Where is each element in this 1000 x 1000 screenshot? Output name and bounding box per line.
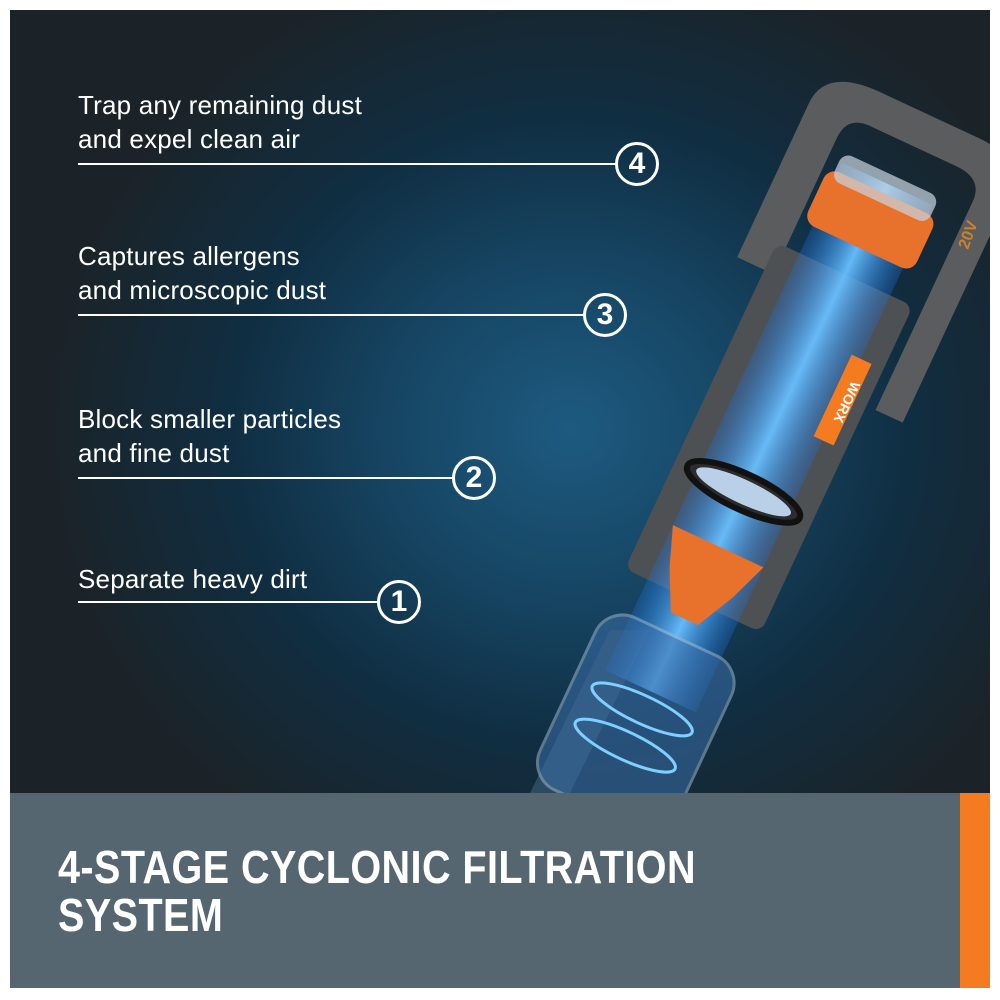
callout-2-leader-line xyxy=(78,477,452,479)
stage-4-badge: 4 xyxy=(615,142,659,186)
callout-stage-3-text: Captures allergens and microscopic dust xyxy=(78,239,326,307)
handle xyxy=(737,81,990,423)
callout-stage-2-text: Block smaller particles and fine dust xyxy=(78,402,341,470)
callout-line: Block smaller particles xyxy=(78,404,342,434)
product-hero-image: WORX 20V xyxy=(10,10,990,793)
callout-line: Trap any remaining dust xyxy=(78,90,362,120)
orange-accent-stripe xyxy=(960,793,990,988)
callout-line: and microscopic dust xyxy=(78,275,327,305)
callout-line: and fine dust xyxy=(78,438,230,468)
callout-3-leader-line xyxy=(78,314,584,316)
callout-line: and expel clean air xyxy=(78,124,301,154)
banner-title: 4-STAGE CYCLONIC FILTRATION SYSTEM xyxy=(58,843,696,939)
stage-3-badge: 3 xyxy=(583,293,627,337)
callout-1-leader-line xyxy=(78,601,378,603)
callout-stage-1-text: Separate heavy dirt xyxy=(78,562,307,596)
banner-title-line: SYSTEM xyxy=(58,889,224,941)
callout-stage-4-text: Trap any remaining dust and expel clean … xyxy=(78,88,362,156)
callout-line: Separate heavy dirt xyxy=(78,564,308,594)
stage-2-badge: 2 xyxy=(452,456,496,500)
post-motor-filter xyxy=(807,171,934,269)
banner-title-line: 4-STAGE CYCLONIC FILTRATION xyxy=(58,841,696,893)
title-banner xyxy=(10,793,960,988)
callout-4-leader-line xyxy=(78,163,618,165)
vacuum-illustration: WORX 20V xyxy=(530,81,990,793)
cyclone-cone xyxy=(669,525,764,626)
stage-1-badge: 1 xyxy=(377,580,421,624)
callout-line: Captures allergens xyxy=(78,241,300,271)
